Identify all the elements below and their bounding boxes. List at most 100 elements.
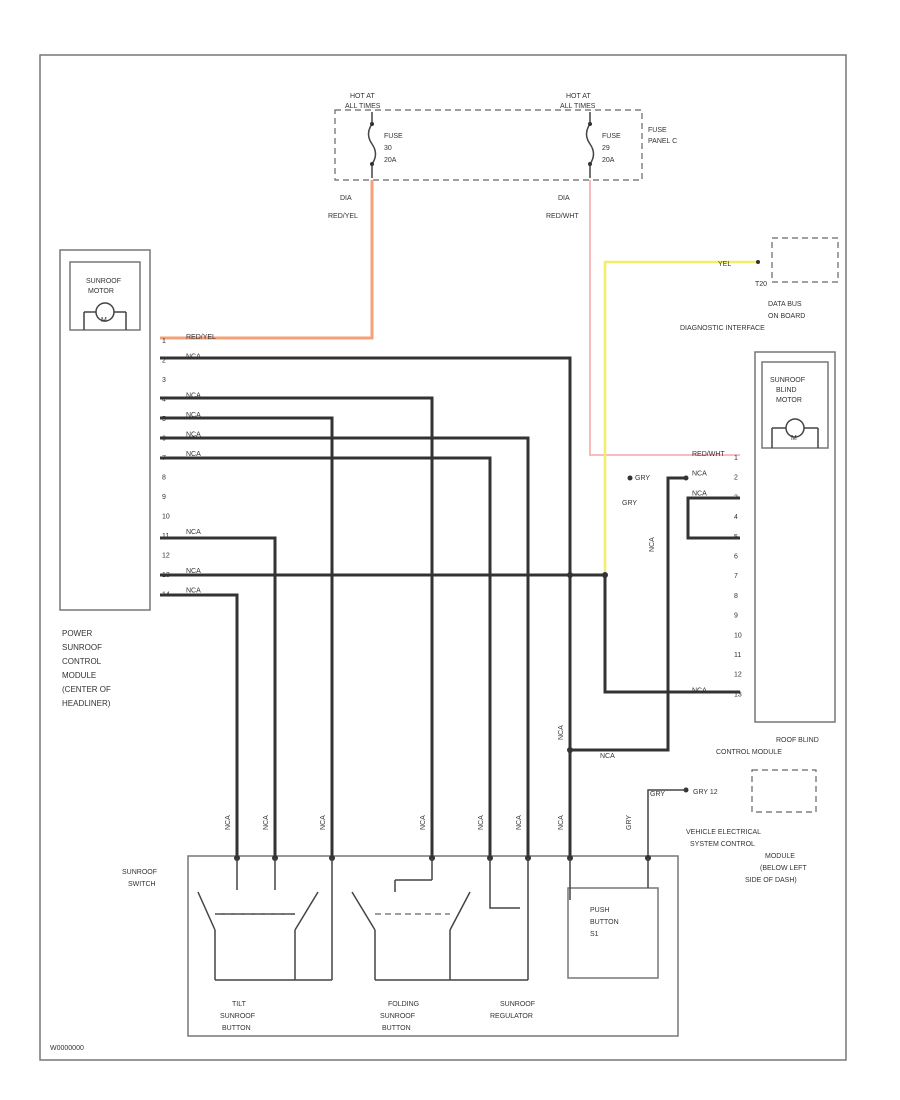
power-module-pin-1: 1 <box>162 338 166 345</box>
wire-pin4 <box>160 396 434 860</box>
data-bus-connector <box>771 237 839 283</box>
fuse-panel-label-2: PANEL C <box>648 138 677 145</box>
fuse-30-symbol <box>367 112 377 178</box>
wire-pin11 <box>160 536 277 860</box>
vesc-wire-label: GRY <box>650 791 665 798</box>
mid-nca-vertical: NCA <box>558 725 565 740</box>
blind-motor-leads <box>771 427 819 448</box>
wire-red-yel <box>160 180 374 340</box>
switch-nca-7: NCA <box>558 815 565 830</box>
diagram-border <box>39 54 847 1061</box>
sunroof-motor-leads <box>83 311 127 330</box>
roof-blind-pin-2: 2 <box>734 475 738 482</box>
power-module-wire-5: NCA <box>186 412 201 419</box>
fuse-29-top-dot <box>588 122 592 126</box>
data-bus-interface: YEL T20 DATA BUS ON BOARD DIAGNOSTIC INT… <box>680 237 839 332</box>
tilt-label-2: SUNROOF <box>220 1013 255 1020</box>
folding-label-3: BUTTON <box>382 1025 411 1032</box>
wire-pin2 <box>160 356 572 860</box>
switch-nca-6: NCA <box>516 815 523 830</box>
roof-blind-outline <box>754 351 836 723</box>
fuse-30-label-1: FUSE <box>384 133 403 140</box>
sunroof-motor-box <box>69 261 141 331</box>
fuse-panel-outline <box>334 109 643 181</box>
fuse-30-label-3: 20A <box>384 157 397 164</box>
tilt-label-3: BUTTON <box>222 1025 251 1032</box>
hot-at-right-2: ALL TIMES <box>560 103 596 110</box>
roof-blind-label-2: CONTROL MODULE <box>716 749 782 756</box>
power-module-label-5: (CENTER OF <box>62 685 111 694</box>
data-bus-label-3: DIAGNOSTIC INTERFACE <box>680 325 765 332</box>
power-module-wire-11: NCA <box>186 529 201 536</box>
wire-pin14 <box>160 593 239 860</box>
fuse-30-bottom-dot <box>370 162 374 166</box>
power-module-box <box>59 249 151 611</box>
power-sunroof-module: SUNROOF MOTOR M POWER SUNROOF CONTROL MO… <box>59 249 151 708</box>
power-module-label-6: HEADLINER) <box>62 699 111 708</box>
blind-motor-m: M <box>791 435 797 442</box>
roof-blind-pin-13: 13 <box>734 691 742 698</box>
switch-nca-3: NCA <box>320 815 327 830</box>
fuse-29-label-2: 29 <box>602 145 610 152</box>
power-module-wire-13: NCA <box>186 568 201 575</box>
roof-blind-pin-7: 7 <box>734 573 738 580</box>
roof-blind-pin-11: 11 <box>734 652 741 659</box>
roof-blind-pin-9: 9 <box>734 613 738 620</box>
roof-blind-pin-8: 8 <box>734 593 738 600</box>
fuse-30-top-dot <box>370 122 374 126</box>
wire-red-wht <box>589 180 740 456</box>
sunroof-blind-motor-box <box>761 361 829 449</box>
push-button-lead <box>569 858 649 900</box>
hot-at-right-1: HOT AT <box>566 93 591 100</box>
wire-yel <box>603 260 760 572</box>
data-bus-pin: T20 <box>755 281 767 288</box>
vesc-label-3: MODULE <box>765 853 795 860</box>
roof-blind-wire-1: RED/WHT <box>692 451 725 458</box>
tilt-switch-contacts <box>197 858 333 981</box>
power-module-wire-7: NCA <box>186 451 201 458</box>
gry-dot-right <box>683 475 689 481</box>
vesc-connector <box>751 769 817 813</box>
wire-pin6 <box>160 436 530 860</box>
power-module-pin-8: 8 <box>162 475 166 482</box>
wire-label-right-1: DIA <box>558 195 570 202</box>
hot-at-left-1: HOT AT <box>350 93 375 100</box>
power-module-pin-9: 9 <box>162 494 166 501</box>
sunroof-switch-assembly: SUNROOF SWITCH NCA NCA NCA NCA NCA NCA N… <box>122 815 679 1037</box>
data-bus-label-2: ON BOARD <box>768 313 805 320</box>
roof-blind-pin-6: 6 <box>734 554 738 561</box>
fuse-29-symbol <box>585 112 595 178</box>
sunroof-motor-label-1: SUNROOF <box>86 278 121 285</box>
roof-blind-wire-13: NCA <box>692 687 707 694</box>
switch-gry-label: GRY <box>626 815 633 830</box>
switch-nca-4: NCA <box>420 815 427 830</box>
hot-at-left-2: ALL TIMES <box>345 103 381 110</box>
power-module-label-4: MODULE <box>62 671 96 680</box>
data-bus-wire-label: YEL <box>718 261 731 268</box>
wire-gry-switch <box>647 789 686 860</box>
power-module-label-3: CONTROL <box>62 657 102 666</box>
blind-motor-label-1: SUNROOF <box>770 377 805 384</box>
roof-blind-pin-1: 1 <box>734 455 738 462</box>
sunroof-motor-m: M <box>101 317 107 324</box>
gry-dot-left <box>627 475 633 481</box>
fuse-29-bottom-dot <box>588 162 592 166</box>
power-module-pin-10: 10 <box>162 514 170 521</box>
fuse-panel: HOT AT ALL TIMES HOT AT ALL TIMES FUSE 3… <box>334 93 677 181</box>
fuse-29-label-1: FUSE <box>602 133 621 140</box>
power-module-pin-4: 4 <box>162 397 166 404</box>
folding-label-1: FOLDING <box>388 1001 419 1008</box>
wire-label-left-1: DIA <box>340 195 352 202</box>
switch-housing <box>187 855 679 1037</box>
power-module-pins: 1RED/YEL2NCA34NCA5NCA6NCA7NCA891011NCA12… <box>162 334 216 599</box>
roof-blind-wire-3: NCA <box>692 490 707 497</box>
switch-label-1: SUNROOF <box>122 869 157 876</box>
fuse-panel-label-1: FUSE <box>648 127 667 134</box>
blind-motor-label-2: BLIND <box>776 387 797 394</box>
wire-blind-loop <box>686 496 740 540</box>
roof-blind-pin-10: 10 <box>734 632 742 639</box>
wire-blind-13 <box>603 575 740 694</box>
power-module-label-1: POWER <box>62 629 92 638</box>
roof-blind-wire-2: NCA <box>692 471 707 478</box>
